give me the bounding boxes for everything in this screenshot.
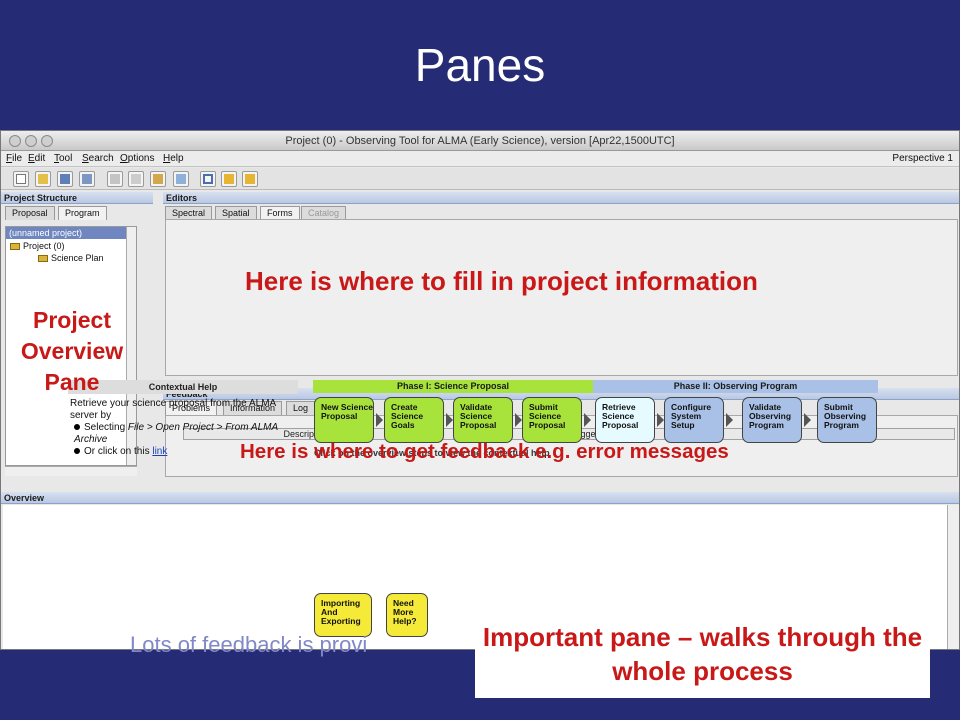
tree-root-label[interactable]: (unnamed project) (6, 227, 136, 239)
tab-proposal[interactable]: Proposal (5, 206, 55, 220)
save-icon[interactable] (57, 171, 73, 187)
tree-node-project-label: Project (0) (23, 241, 65, 251)
annotation-project-overview: Project Overview Pane (20, 307, 124, 395)
zoom-window-icon[interactable] (41, 135, 53, 147)
new-project-icon[interactable] (13, 171, 29, 187)
tool-icon[interactable] (150, 171, 166, 187)
annotation-overview: Important pane – walks through the whole… (475, 612, 930, 698)
close-window-icon[interactable] (9, 135, 21, 147)
contextual-help-intro: Retrieve your science proposal from the … (70, 398, 276, 421)
step-retrieve-science-proposal[interactable]: Retrieve Science Proposal (595, 397, 655, 443)
menu-tool[interactable]: Tool (54, 153, 73, 164)
tree-node-science-plan-label: Science Plan (51, 253, 104, 263)
cut-icon[interactable] (107, 171, 123, 187)
step-submit-observing-program[interactable]: Submit Observing Program (817, 397, 877, 443)
contextual-help-text: Retrieve your science proposal from the … (70, 398, 298, 458)
tab-information[interactable]: Information (223, 401, 283, 415)
annotation-editors: Here is where to fill in project informa… (245, 266, 758, 296)
folder-icon (38, 255, 48, 263)
bullet-2-prefix: Or click on this (84, 446, 153, 457)
menu-bar: File Edit Tool Search Options Help Persp… (1, 151, 959, 167)
tree-vertical-scrollbar[interactable] (126, 227, 136, 465)
slide-title: Panes (414, 39, 546, 91)
arrow-icon (515, 413, 522, 427)
bullet-1-prefix: Selecting (84, 422, 128, 433)
arrow-icon (726, 413, 733, 427)
validate-icon[interactable] (200, 171, 216, 187)
contextual-help-bullet-2: Or click on this link (70, 446, 298, 458)
step-validate-observing-program[interactable]: Validate Observing Program (742, 397, 802, 443)
project-structure-header: Project Structure (1, 192, 153, 204)
tree-horizontal-scrollbar[interactable] (5, 466, 137, 476)
save-as-icon[interactable] (79, 171, 95, 187)
tab-problems[interactable]: Problems (165, 401, 218, 415)
back-icon[interactable] (221, 171, 237, 187)
tab-spectral[interactable]: Spectral (165, 206, 213, 220)
contextual-help-title: Contextual Help (68, 380, 298, 394)
import-icon[interactable] (173, 171, 189, 187)
tree-node-science-plan[interactable]: Science Plan (38, 253, 104, 263)
annotation-feedback: Here is where to get feedback e.g. error… (240, 440, 729, 463)
editors-header: Editors (163, 192, 959, 204)
step-need-more-help[interactable]: Need More Help? (386, 593, 428, 637)
tab-program[interactable]: Program (58, 206, 107, 220)
menu-path: File > Open Project > From ALMA Archive (74, 422, 278, 445)
open-project-icon[interactable] (35, 171, 51, 187)
step-create-science-goals[interactable]: Create Science Goals (384, 397, 444, 443)
arrow-icon (584, 413, 591, 427)
bullet-icon (74, 424, 80, 431)
overview-scrollbar[interactable] (947, 505, 959, 649)
folder-icon (10, 243, 20, 251)
menu-edit[interactable]: Edit (28, 153, 46, 164)
toolbar (1, 168, 959, 190)
step-configure-system-setup[interactable]: Configure System Setup (664, 397, 724, 443)
forward-icon[interactable] (242, 171, 258, 187)
phase-2-header: Phase II: Observing Program (593, 380, 878, 393)
tab-forms[interactable]: Forms (260, 206, 300, 220)
help-link[interactable]: link (152, 446, 168, 457)
phase-1-header: Phase I: Science Proposal (313, 380, 593, 393)
menu-help[interactable]: Help (163, 153, 184, 164)
overview-hint: Click on the overview steps to view the … (314, 448, 550, 458)
menu-options[interactable]: Options (120, 153, 155, 164)
arrow-icon (376, 413, 383, 427)
perspective-label[interactable]: Perspective 1 (892, 153, 953, 164)
step-validate-science-proposal[interactable]: Validate Science Proposal (453, 397, 513, 443)
menu-search[interactable]: Search (82, 153, 114, 164)
contextual-help-bullet-1: Selecting File > Open Project > From ALM… (70, 422, 298, 446)
editor-area[interactable] (165, 219, 958, 376)
project-tree: (unnamed project) Project (0) Science Pl… (5, 226, 137, 466)
tree-node-project[interactable]: Project (0) (10, 241, 65, 251)
arrow-icon (446, 413, 453, 427)
window-title: Project (0) - Observing Tool for ALMA (E… (285, 135, 675, 147)
menu-file[interactable]: File (6, 153, 23, 164)
arrow-icon (804, 413, 811, 427)
bottom-caption: Lots of feedback is provi (130, 632, 368, 657)
step-submit-science-proposal[interactable]: Submit Science Proposal (522, 397, 582, 443)
window-titlebar: Project (0) - Observing Tool for ALMA (E… (1, 131, 959, 151)
step-importing-and-exporting[interactable]: Importing And Exporting (314, 593, 372, 637)
arrow-icon (657, 413, 664, 427)
bullet-icon (74, 448, 80, 455)
copy-icon[interactable] (128, 171, 144, 187)
step-new-science-proposal[interactable]: New Science Proposal (314, 397, 374, 443)
tab-catalog[interactable]: Catalog (301, 206, 347, 220)
overview-header: Overview (1, 492, 959, 504)
minimize-window-icon[interactable] (25, 135, 37, 147)
tab-spatial[interactable]: Spatial (215, 206, 257, 220)
